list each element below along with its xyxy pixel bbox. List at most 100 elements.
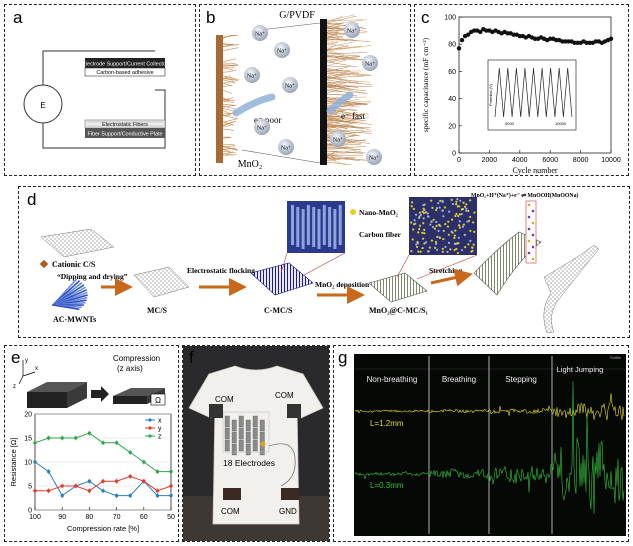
series-point-z: [142, 460, 146, 464]
textile-electrode: [224, 427, 230, 440]
capacitance-point: [456, 46, 462, 51]
textile-electrode: [252, 439, 258, 452]
capacitance-point: [459, 37, 465, 43]
capacitance-point: [532, 36, 538, 41]
capacitance-point: [472, 28, 477, 33]
panel-d: d Cationic C/S “Dipping and drying” AC-M…: [18, 186, 630, 338]
y-tick-label: 60: [448, 69, 456, 76]
right-arrow: [326, 91, 354, 115]
capacitance-point: [587, 40, 592, 46]
compression-arrow: [91, 386, 109, 402]
series-point-x: [128, 493, 132, 498]
na-ion: Na⁺: [362, 55, 378, 71]
e-poor-label: e⁻ poor: [254, 115, 282, 125]
x-tick-label: 4000: [512, 157, 528, 164]
series-point-y: [114, 479, 119, 483]
na-ion-label: Na⁺: [365, 61, 375, 68]
y-axis-label: specific capacitance (mF cm⁻²): [421, 37, 430, 132]
x-tick-label: 90: [58, 514, 66, 521]
e-fast-label: e⁻ fast: [341, 111, 365, 121]
panel-a-diagram: E Electrode Support/Current Collector Ca…: [23, 50, 168, 149]
series-point-y: [60, 484, 64, 488]
x-tick-label: 50: [167, 514, 175, 521]
capacitance-point: [511, 32, 516, 37]
textile-electrode: [231, 419, 237, 432]
gnd-label: GND: [279, 507, 297, 516]
series-point-y: [169, 484, 173, 488]
left-arrow: [232, 93, 276, 117]
capacitance-point: [505, 31, 510, 36]
series-point-x: [101, 489, 105, 493]
compressed-front: [113, 396, 147, 404]
compressed-top: [113, 388, 165, 396]
com-pad-3: [223, 488, 241, 500]
chart-e: y x z Compression (z axis) Ω 05101520100…: [9, 354, 175, 533]
panel-b-diagram: G/PVDF MnO₂ e⁻ poor e⁻ fast Na⁺Na⁺Na⁺Na⁺…: [216, 10, 382, 170]
capacitance-point: [548, 36, 553, 41]
panel-f: f COM COM 18 Electrodes COM GND: [182, 345, 330, 542]
series-point-x: [169, 493, 173, 498]
na-ion-label: Na⁺: [281, 145, 291, 152]
x-tick-label: 100: [29, 514, 41, 521]
triad-z-label: z: [13, 384, 16, 390]
triad-y-label: y: [25, 358, 28, 364]
gnd-pad: [281, 488, 299, 500]
cationic-bullet: [39, 259, 49, 269]
carbon-fiber-label: Carbon fiber: [359, 230, 402, 239]
textile-electrode: [224, 439, 230, 452]
textile-electrode: [245, 419, 251, 432]
capacitance-point: [554, 37, 559, 43]
series-point-y: [155, 489, 160, 493]
capacitance-point: [608, 36, 614, 41]
deposition-label: MnO₂ deposition: [315, 280, 370, 289]
section-stepping: Stepping: [505, 375, 537, 384]
panel-a: a E Electrode Support/Current Collector …: [4, 4, 196, 176]
triad-z: [18, 375, 24, 385]
panel-g: g Non-breathing Breathing Stepping Light…: [333, 345, 629, 542]
na-ion-label: Na⁺: [247, 73, 257, 80]
textile-electrode: [259, 431, 265, 444]
panel-f-label: f: [189, 348, 194, 367]
na-ions: Na⁺Na⁺Na⁺Na⁺Na⁺Na⁺Na⁺Na⁺Na⁺Na⁺: [244, 22, 382, 165]
textile-electrode: [252, 415, 258, 428]
electrode-support-block: [85, 58, 165, 68]
capacitance-point: [593, 39, 598, 44]
section-breathing: Breathing: [442, 375, 476, 384]
series-point-z: [60, 436, 64, 440]
textile-electrode: [245, 431, 251, 444]
y-axis-label: Resistance [Ω]: [9, 438, 18, 487]
trace-l12: [354, 393, 625, 421]
series-point-y: [46, 489, 51, 493]
arrow-4: [430, 268, 473, 287]
adhesive-block: [84, 67, 166, 77]
com-pad-2: [287, 404, 301, 418]
series-point-x: [155, 493, 160, 498]
series-point-x: [87, 479, 92, 483]
textile-electrode: [231, 431, 237, 444]
series-point-y: [128, 474, 132, 479]
com-pad-1: [209, 404, 223, 418]
y-tick-label: 80: [448, 42, 456, 49]
x-tick-label: 6000: [542, 157, 558, 164]
plot-frame: [458, 16, 612, 154]
na-ion: Na⁺: [278, 139, 294, 155]
capacitance-point: [584, 40, 589, 46]
na-ion-label: Na⁺: [333, 137, 343, 144]
series-point-z: [87, 431, 92, 435]
series-point-x: [46, 469, 51, 474]
na-ion-label: Na⁺: [255, 31, 265, 38]
capacitance-point: [566, 39, 571, 44]
nano-mno2-dot: [350, 209, 356, 215]
electrode-wire: [268, 443, 296, 487]
inset-box: [487, 59, 577, 131]
y-tick-label: 100: [444, 15, 456, 22]
adhesive-text: Carbon-based adhesive: [96, 70, 153, 76]
electrodes-label: 18 Electrodes: [223, 458, 275, 468]
compression-axis-label: (z axis): [117, 364, 143, 373]
capacitance-point: [560, 39, 565, 44]
textile-electrode: [259, 419, 265, 432]
na-ion-label: Na⁺: [285, 83, 295, 90]
com-label-3: COM: [221, 507, 240, 516]
